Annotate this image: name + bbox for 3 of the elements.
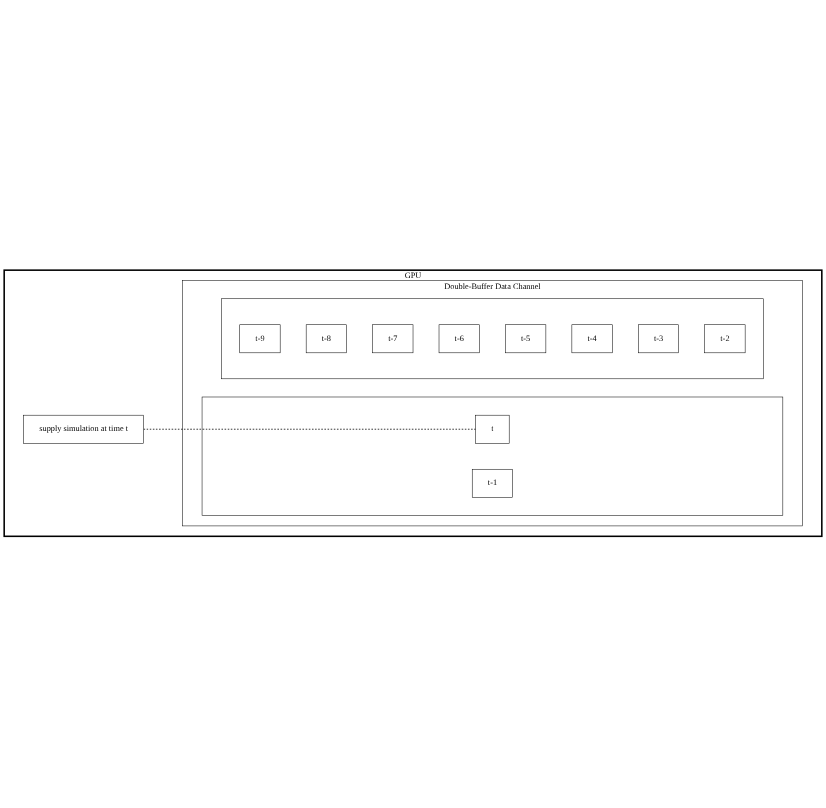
connector (143, 429, 477, 431)
cluster (221, 299, 764, 380)
cluster (201, 397, 784, 517)
